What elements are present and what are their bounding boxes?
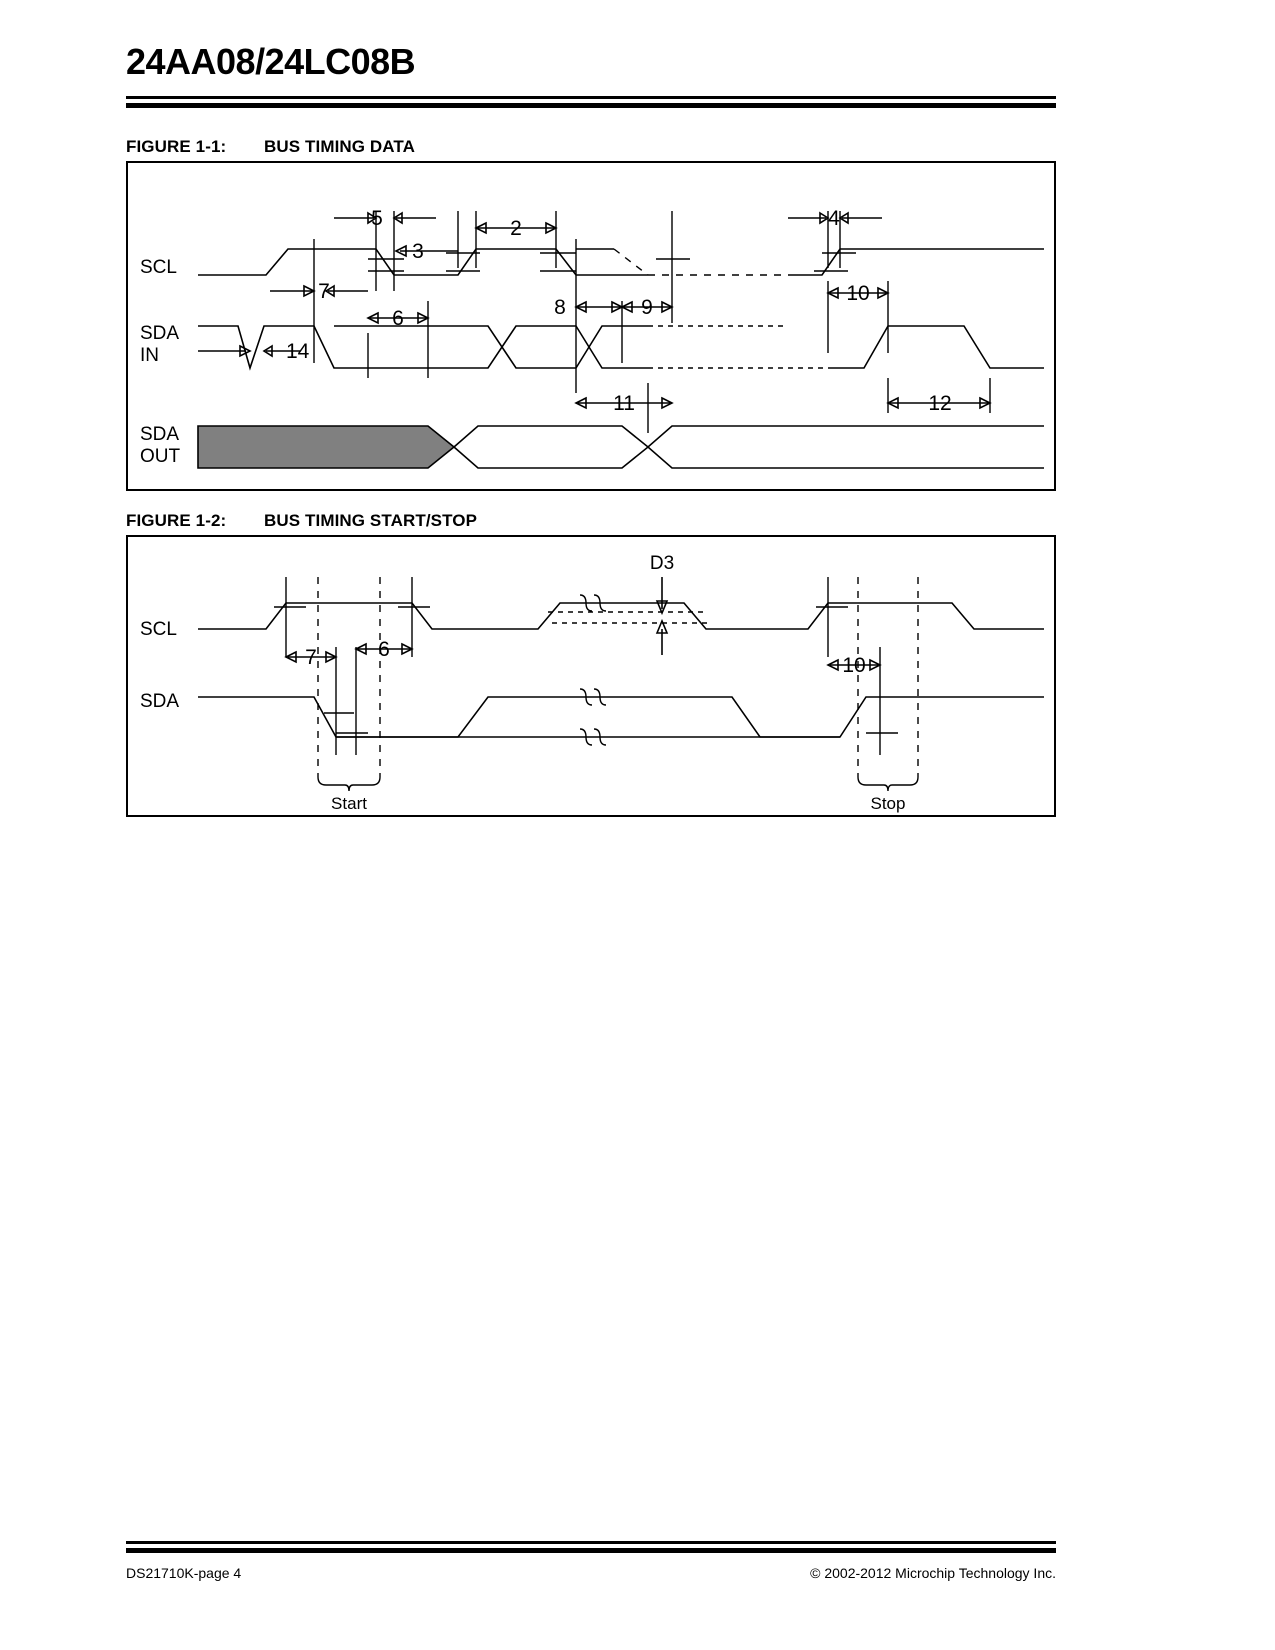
figure-1-2-label: FIGURE 1-2: — [126, 511, 227, 530]
signal-label-sda-in-line2: IN — [140, 345, 159, 366]
footer-rule-thick — [126, 1548, 1056, 1553]
dim-2: 2 — [474, 217, 558, 240]
dim-9: 9 — [620, 296, 674, 319]
bus-timing-start-stop-waveform: SCL SDA D3 — [140, 553, 1044, 813]
start-brace-group: Start — [317, 776, 381, 813]
bus-timing-data-waveform: SCL SDA IN SDA OUT — [140, 207, 1044, 469]
dim-2-6: 6 — [354, 638, 414, 661]
footer-rule-thin — [126, 1541, 1056, 1544]
sda-out-waveform-lower — [453, 445, 1044, 469]
dim-7: 7 — [270, 280, 368, 303]
figure-1-1-diagram: SCL SDA IN SDA OUT — [126, 161, 1056, 491]
dim-label-2-7: 7 — [305, 646, 317, 669]
dim-2-10: 10 — [826, 654, 882, 677]
scl-waveform — [198, 248, 648, 276]
signal-label-sda-out-line1: SDA — [140, 424, 179, 445]
dim-4: 4 — [788, 207, 882, 230]
figure-1-1-title: BUS TIMING DATA — [264, 137, 416, 156]
dim-14: 14 — [198, 340, 310, 363]
dim-8: 8 — [554, 296, 624, 319]
sda-in-tail — [828, 325, 1044, 369]
sda-waveform-2 — [198, 696, 1044, 738]
header-rule-thin — [126, 96, 1056, 99]
dim-label-11: 11 — [613, 392, 635, 415]
dim-label-8: 8 — [554, 296, 566, 319]
footer-document-id: DS21710K-page 4 — [126, 1565, 242, 1581]
figure-1-1-label: FIGURE 1-1: — [126, 137, 227, 156]
page-title: 24AA08/24LC08B — [126, 41, 416, 82]
dim-3: 3 — [394, 240, 458, 263]
dim-label-14: 14 — [286, 340, 310, 363]
dim-label-12: 12 — [928, 392, 951, 415]
dim-label-7: 7 — [318, 280, 330, 303]
dim-2-7: 7 — [284, 646, 338, 669]
dim-label-5: 5 — [371, 207, 383, 230]
signal-label-scl-2: SCL — [140, 619, 177, 640]
sda-break-marks-high — [579, 688, 607, 706]
dim-11: 11 — [574, 392, 674, 415]
scl-waveform-2 — [198, 602, 1044, 630]
signal-label-scl: SCL — [140, 257, 177, 278]
figure-1-2-caption: FIGURE 1-2: BUS TIMING START/STOP — [126, 511, 477, 531]
d3-annotation: D3 — [650, 553, 674, 655]
dim-label-2-10: 10 — [842, 654, 865, 677]
crossing-ticks-2 — [274, 606, 898, 734]
stop-brace-group: Stop — [857, 776, 919, 813]
signal-label-sda-in-line1: SDA — [140, 323, 179, 344]
dim-label-2-6: 6 — [378, 638, 390, 661]
dim-10: 10 — [826, 282, 890, 305]
dim-label-6: 6 — [392, 307, 404, 330]
sda-in-waveform-alt — [334, 325, 648, 369]
figure-1-1-caption: FIGURE 1-1: BUS TIMING DATA — [126, 137, 415, 157]
sda-break-marks-low — [579, 728, 607, 746]
scl-waveform-tail — [788, 248, 1044, 276]
figure-1-2-title: BUS TIMING START/STOP — [264, 511, 478, 530]
signal-label-sda-out-line2: OUT — [140, 446, 181, 467]
footer-copyright: © 2002-2012 Microchip Technology Inc. — [810, 1565, 1056, 1581]
signal-label-sda-2: SDA — [140, 691, 179, 712]
stop-brace-icon — [857, 776, 919, 792]
sda-in-waveform — [198, 325, 648, 371]
scl-break-marks — [579, 594, 607, 612]
dim-label-4: 4 — [828, 207, 840, 230]
scl-falling-dashed — [613, 248, 649, 276]
crossing-ticks — [368, 252, 856, 272]
dim-label-3: 3 — [412, 240, 424, 263]
figure-1-2-diagram: SCL SDA D3 — [126, 535, 1056, 817]
dim-label-10: 10 — [846, 282, 869, 305]
sda-out-shaded-region — [197, 425, 456, 469]
dim-12: 12 — [886, 392, 992, 415]
dim-5: 5 — [334, 207, 436, 230]
dim-label-9: 9 — [641, 296, 653, 319]
dim-label-2: 2 — [510, 217, 522, 240]
dim-6: 6 — [366, 307, 430, 330]
header-rule-thick — [126, 103, 1056, 108]
sda-out-waveform-upper — [453, 425, 1044, 449]
d3-label: D3 — [650, 553, 674, 574]
stop-brace-label: Stop — [871, 794, 906, 813]
start-brace-icon — [317, 776, 381, 792]
start-brace-label: Start — [331, 794, 367, 813]
